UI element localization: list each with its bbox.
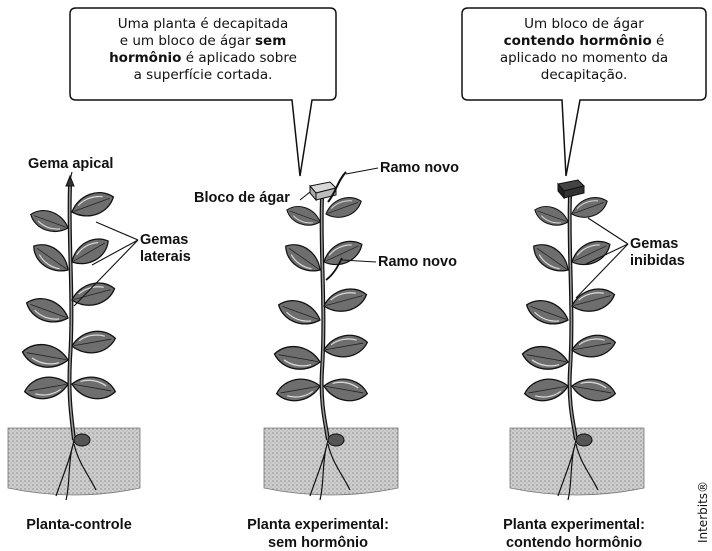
caption-no-hormone: Planta experimental: sem hormônio (218, 516, 418, 550)
label-ramo-novo-mid: Ramo novo (378, 254, 457, 271)
bubble-middle-line3: hormônio é aplicado sobre (76, 50, 330, 67)
bubble-right-line4: decapitação. (468, 67, 700, 84)
bubble-right-line3: aplicado no momento da (468, 50, 700, 67)
bubble-middle-line4: a superfície cortada. (76, 67, 330, 84)
label-ramo-novo-top: Ramo novo (380, 160, 459, 177)
label-gemas-laterais: Gemas laterais (140, 232, 191, 266)
caption-with-hormone: Planta experimental: contendo hormônio (474, 516, 674, 550)
apical-bud-icon (66, 176, 74, 186)
bubble-middle-line1: Uma planta é decapitada (76, 16, 330, 33)
bubble-right-line2: contendo hormônio é (468, 33, 700, 50)
bubble-middle-text: Uma planta é decapitada e um bloco de ág… (76, 16, 330, 84)
agar-block-hormone-icon (558, 180, 584, 198)
bubble-right-line1: Um bloco de ágar (468, 16, 700, 33)
bubble-right-text: Um bloco de ágar contendo hormônio é apl… (468, 16, 700, 84)
bubble-middle-line2: e um bloco de ágar sem (76, 33, 330, 50)
caption-control: Planta-controle (4, 516, 154, 534)
credit-watermark: Interbits® (696, 481, 710, 543)
label-bloco-agar: Bloco de ágar (194, 190, 290, 207)
label-gema-apical: Gema apical (28, 156, 113, 173)
label-gemas-inibidas: Gemas inibidas (630, 236, 685, 270)
